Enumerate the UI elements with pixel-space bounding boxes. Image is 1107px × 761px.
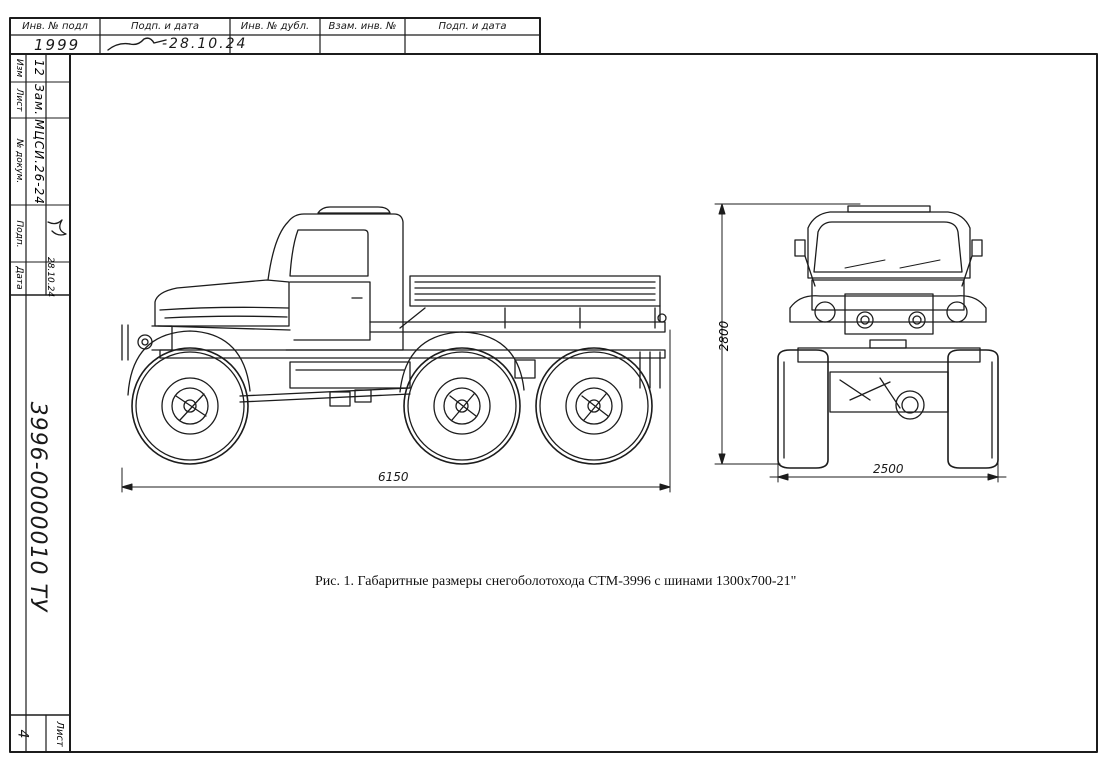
vehicle-side-view	[121, 206, 667, 465]
height-dimension	[714, 203, 861, 465]
width-dimension	[769, 461, 1007, 483]
side-label-doc: № докум.	[14, 138, 24, 184]
sheet-frame	[9, 17, 1098, 753]
sheet-number: 4	[14, 729, 31, 741]
figure-caption: Рис. 1. Габаритные размеры снегоболотохо…	[315, 574, 797, 589]
side-value-doc: МЦСИ.26-24	[32, 119, 46, 205]
vehicle-front-view	[777, 205, 999, 469]
width-dimension-value: 2500	[873, 462, 904, 476]
header-inv-dubl: Инв. № дубл.	[240, 21, 310, 32]
header-vzam-inv: Взам. инв. №	[328, 21, 397, 32]
inv-number-value: 1999	[34, 36, 81, 54]
document-code: 3996-0000010 ТУ	[25, 401, 50, 613]
side-value-date: 28.10.24	[45, 257, 55, 298]
side-value-list: Зам.	[32, 84, 46, 116]
side-label-data: Дата	[14, 266, 24, 290]
header-podp-data: Подп. и дата	[130, 21, 200, 32]
side-label-podp: Подп.	[14, 220, 24, 248]
height-dimension-value: 2800	[717, 320, 731, 352]
side-label-izm: Изм	[14, 58, 24, 78]
sheet-label: Лист	[54, 721, 65, 747]
header-podp-data-2: Подп. и дата	[438, 21, 507, 32]
header-inv-podl: Инв. № подл	[22, 21, 88, 32]
side-label-list: Лист	[14, 88, 24, 112]
signature-date-value: -28.10.24	[162, 36, 248, 52]
length-dimension	[121, 329, 671, 493]
length-dimension-value: 6150	[378, 470, 409, 484]
